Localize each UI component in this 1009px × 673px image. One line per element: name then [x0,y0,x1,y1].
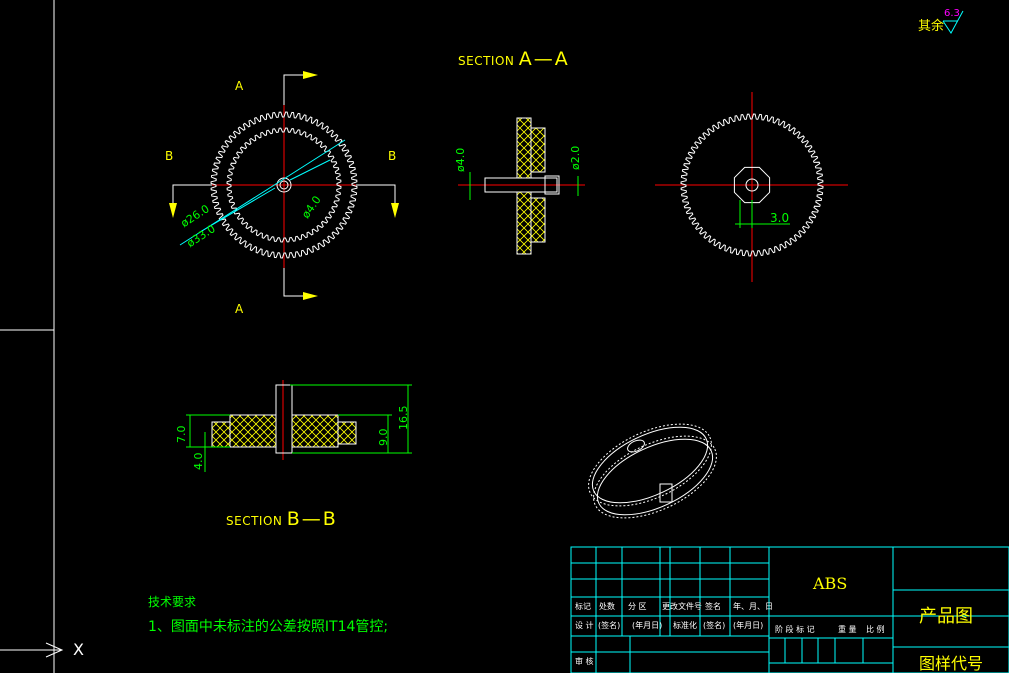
section-bb-view [186,380,412,472]
section-bb-prefix: SECTION [226,514,283,528]
section-bb-right-body [291,414,339,448]
section-aa-dim-d4: ø4.0 [454,147,467,172]
section-aa-shaft [484,177,558,193]
section-bb-shaft [275,384,293,454]
front-view-leaders [179,139,346,246]
title-block-grid [570,546,1009,673]
front-view-gear [169,71,399,300]
tb-stage-label: 阶 段 标 记 [775,625,815,634]
iso-gear-top-teeth [588,423,712,507]
section-aa-upper-body [516,117,532,179]
section-aa-title: SECTION A—A [458,50,570,69]
section-bb-dim-7: 7.0 [175,425,188,444]
tb-standardization-label: 标准化 [673,621,697,630]
roughness-symbol [942,10,964,34]
tb-weight-label: 重 量 [838,625,857,634]
tb-label-zone: 分 区 [628,602,647,611]
sheet-frame [0,0,55,673]
tb-design-signature: (签名) [598,621,621,630]
iso-gear-bottom-teeth [593,435,717,519]
view-letter-b-right: B [388,149,397,163]
section-bb-dim-16-5: 16.5 [397,405,410,431]
section-aa-view [458,117,585,255]
isometric-view [588,423,717,519]
section-aa-name: A—A [518,48,570,70]
ucs-icon [0,642,64,658]
right-view-dim-lines [735,200,790,228]
roughness-value: 6.3 [944,8,960,19]
tech-requirements-line1: 1、图面中未标注的公差按照IT14管控; [148,619,389,635]
tb-standardization-signature: (签名) [703,621,726,630]
iso-gear-hub [627,439,645,453]
right-view-gear [655,92,848,282]
section-bb-dim-9: 9.0 [377,428,390,447]
section-aa-dim-d2: ø2.0 [569,145,582,170]
section-bb-dim-4: 4.0 [192,452,205,471]
section-bb-left-rim [211,421,231,448]
iso-gear-bottom [596,438,714,516]
front-gear-outer-teeth [210,111,358,259]
material-label: ABS [813,574,848,593]
view-letter-a-bottom: A [235,302,244,316]
section-aa-hub [544,175,560,195]
section-aa-lower-body [516,191,532,255]
right-gear-bore [745,178,759,192]
right-view-dim-3: 3.0 [770,211,790,225]
iso-gear-shaft [659,483,673,503]
product-label: 产品图 [919,606,973,627]
section-bb-left-body [229,414,277,448]
section-bb-title: SECTION B—B [226,510,338,529]
view-letter-a-top: A [235,79,244,93]
section-aa-prefix: SECTION [458,54,515,68]
tb-scale-label: 比 例 [866,625,885,634]
section-a-arrow-heads [303,71,318,300]
tb-label-signature: 签名 [705,602,721,611]
front-gear-inner-teeth [226,127,342,243]
section-bb-name: B—B [286,508,338,530]
section-aa-dim-lines [469,172,579,200]
tb-review-label: 审 核 [575,657,594,666]
section-bb-right-rim [337,421,357,445]
view-letter-b-left: B [165,149,174,163]
tb-label-date: 年、月、日 [733,602,773,611]
right-gear-hexagon [733,166,771,204]
iso-gear-top [591,426,709,504]
tb-label-change-doc: 更改文件号 [662,602,702,611]
roughness-label: 其余 [918,19,945,34]
tb-design-date: (年月日) [632,621,663,630]
tb-standardization-date: (年月日) [733,621,764,630]
tb-label-count: 处数 [599,602,615,611]
section-aa-upper-rim [530,127,546,173]
section-b-arrow-heads [169,203,399,218]
front-gear-hub [279,180,289,190]
right-gear-teeth [680,113,824,257]
section-a-arrows [283,74,305,297]
section-aa-lower-rim [530,197,546,243]
ucs-x-label: X [73,640,84,659]
section-bb-dim-lines [186,384,412,472]
front-gear-bore [276,177,292,193]
tech-requirements-title: 技术要求 [148,595,197,609]
section-b-arrows [172,184,396,205]
tb-design-label: 设 计 [575,621,594,630]
tb-label-mark: 标记 [575,602,591,611]
drawing-no-label: 图样代号 [919,654,984,673]
